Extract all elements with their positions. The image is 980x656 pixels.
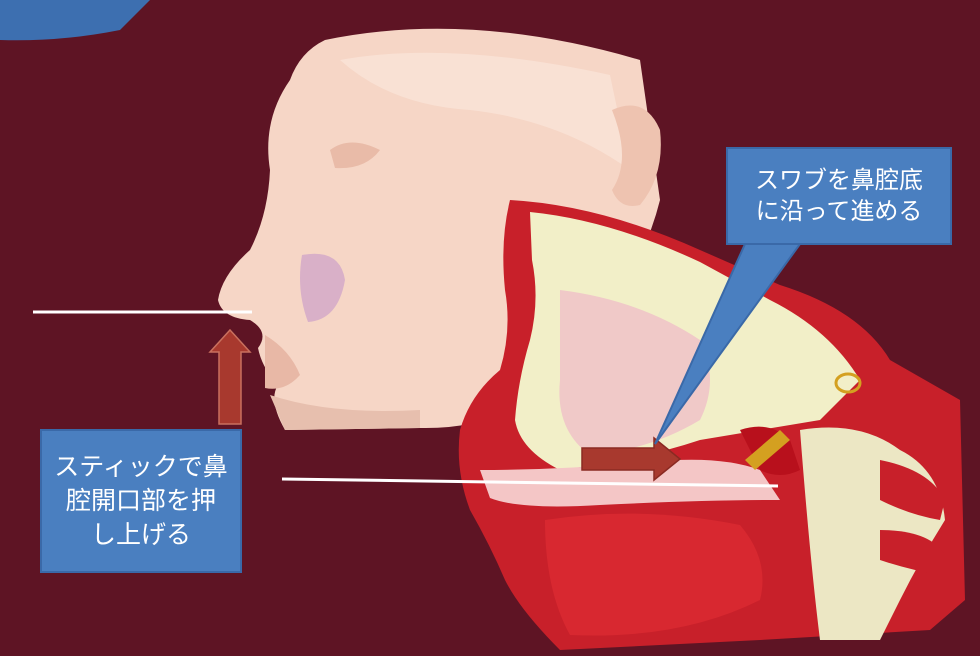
callout-advance-swab: スワブを鼻腔底 に沿って進める (726, 147, 952, 245)
up-arrow-icon (210, 330, 250, 424)
corner-fragment (0, 0, 150, 40)
callout-lift-nostril: スティックで鼻 腔開口部を押 し上げる (40, 429, 242, 573)
cross-section-model (459, 200, 965, 650)
